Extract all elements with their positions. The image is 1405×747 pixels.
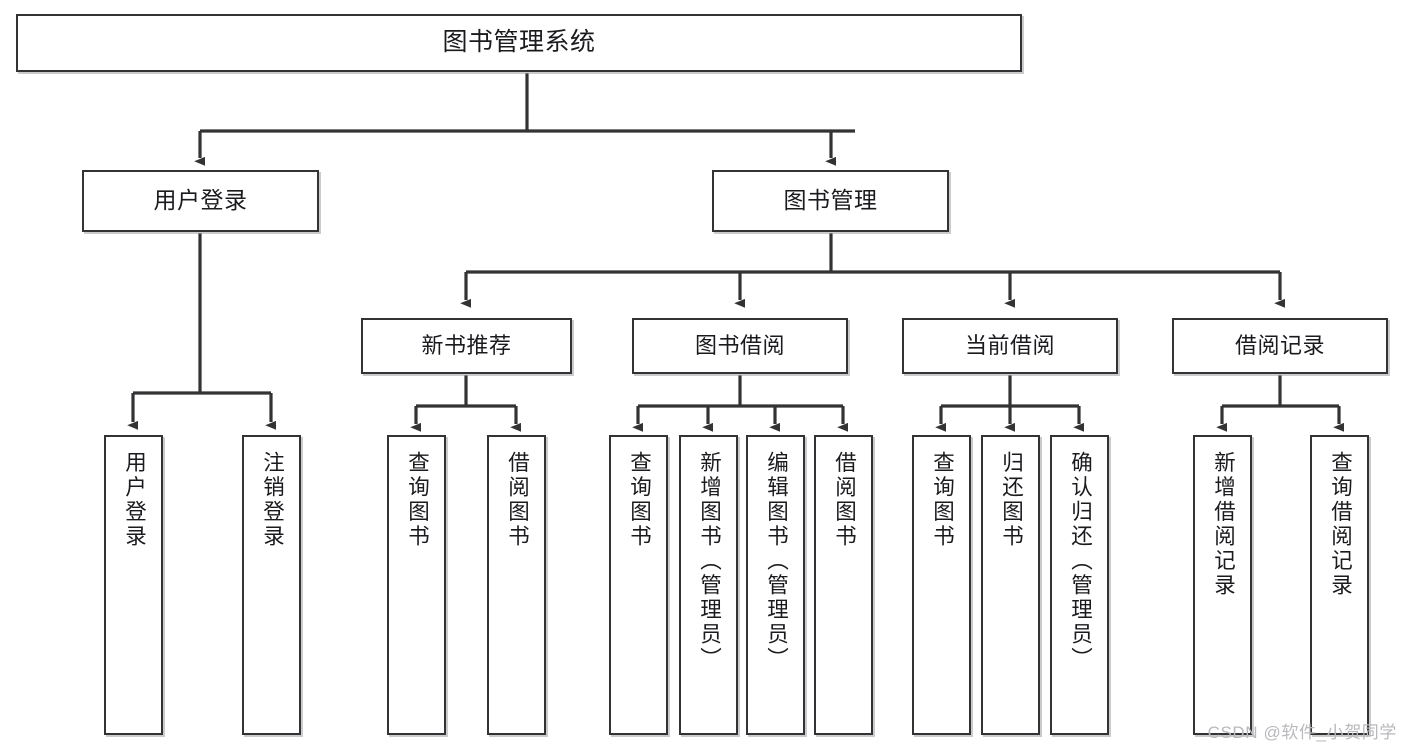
leaf-label: 查询图书 <box>627 451 652 549</box>
leaf-label: 确认归还（管理员） <box>1068 451 1093 672</box>
leaf-label: 查询图书 <box>405 451 430 549</box>
leaf-label: 用户登录 <box>122 451 147 549</box>
node-user-login[interactable]: 用户登录 <box>82 170 319 232</box>
leaf-label: 借阅图书 <box>505 451 530 549</box>
node-borrow-record-label: 借阅记录 <box>1234 333 1325 359</box>
node-book-borrow-label: 图书借阅 <box>694 333 785 359</box>
node-borrow-record[interactable]: 借阅记录 <box>1172 318 1388 374</box>
leaf-current-borrow-query-book[interactable]: 查询图书 <box>912 435 971 735</box>
leaf-label: 借阅图书 <box>832 451 857 549</box>
node-new-book-recommend[interactable]: 新书推荐 <box>361 318 572 374</box>
leaf-user-login-logout[interactable]: 注销登录 <box>242 435 301 735</box>
node-new-book-recommend-label: 新书推荐 <box>421 333 512 359</box>
leaf-label: 查询图书 <box>930 451 955 549</box>
node-root-label: 图书管理系统 <box>442 28 596 57</box>
leaf-borrow-record-add-record[interactable]: 新增借阅记录 <box>1193 435 1252 735</box>
node-book-management-label: 图书管理 <box>783 187 878 214</box>
leaf-label: 编辑图书（管理员） <box>764 451 789 672</box>
node-book-management[interactable]: 图书管理 <box>712 170 949 232</box>
leaf-borrow-record-query-record[interactable]: 查询借阅记录 <box>1310 435 1369 735</box>
node-current-borrow[interactable]: 当前借阅 <box>902 318 1118 374</box>
leaf-book-borrow-edit-book-admin[interactable]: 编辑图书（管理员） <box>746 435 805 735</box>
leaf-new-book-query-book[interactable]: 查询图书 <box>387 435 446 735</box>
node-book-borrow[interactable]: 图书借阅 <box>632 318 848 374</box>
leaf-current-borrow-confirm-return-admin[interactable]: 确认归还（管理员） <box>1050 435 1109 735</box>
leaf-book-borrow-query-book[interactable]: 查询图书 <box>609 435 668 735</box>
leaf-label: 注销登录 <box>260 451 285 549</box>
leaf-label: 新增借阅记录 <box>1211 451 1236 598</box>
leaf-label: 新增图书（管理员） <box>697 451 722 672</box>
node-root-book-management-system[interactable]: 图书管理系统 <box>16 14 1022 72</box>
leaf-label: 归还图书 <box>999 451 1024 549</box>
leaf-book-borrow-add-book-admin[interactable]: 新增图书（管理员） <box>679 435 738 735</box>
leaf-current-borrow-return-book[interactable]: 归还图书 <box>981 435 1040 735</box>
leaf-label: 查询借阅记录 <box>1328 451 1353 598</box>
leaf-book-borrow-borrow-book[interactable]: 借阅图书 <box>814 435 873 735</box>
node-current-borrow-label: 当前借阅 <box>964 333 1055 359</box>
leaf-user-login-login[interactable]: 用户登录 <box>104 435 163 735</box>
leaf-new-book-borrow-book[interactable]: 借阅图书 <box>487 435 546 735</box>
node-user-login-label: 用户登录 <box>153 187 248 214</box>
csdn-watermark: CSDN @软件_小贺同学 <box>1207 723 1397 742</box>
